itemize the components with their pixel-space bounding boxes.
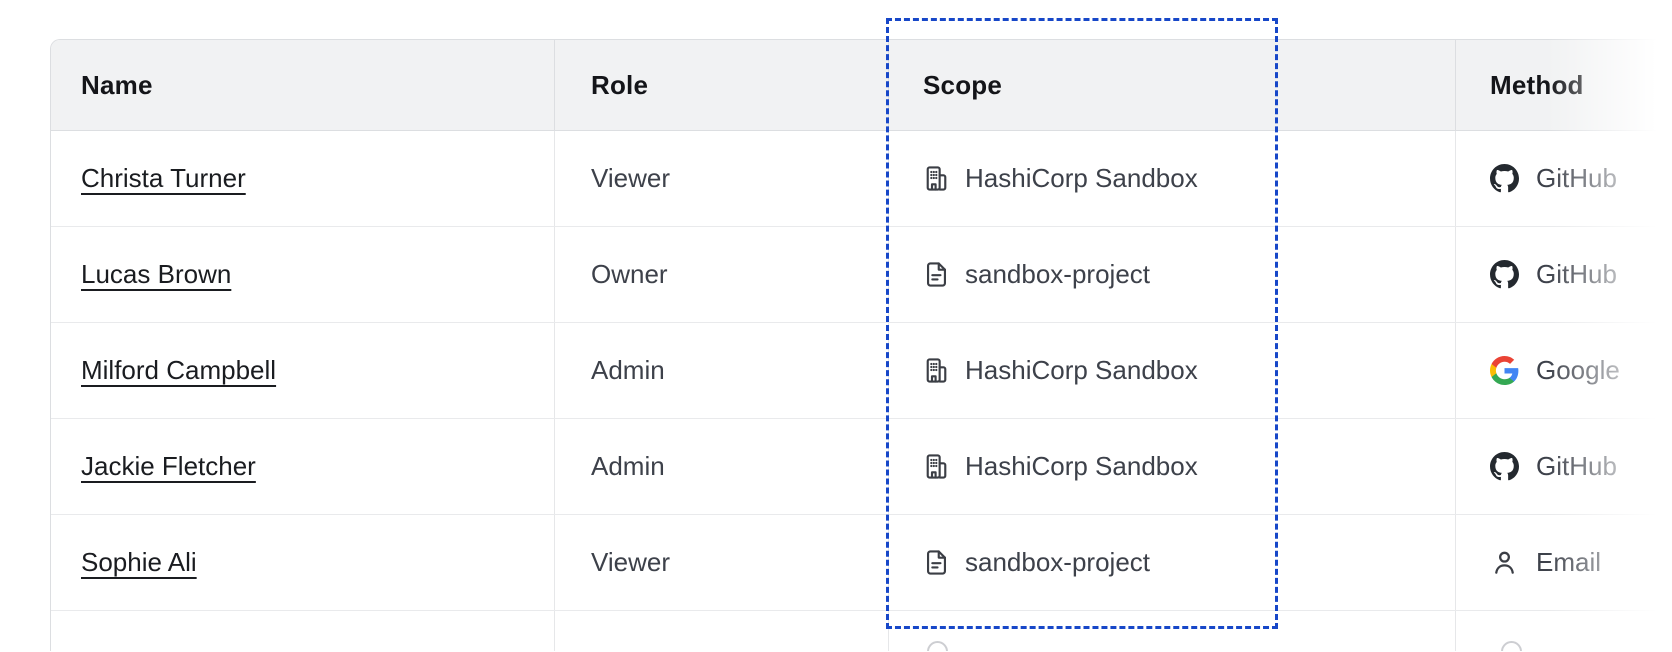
table-row: Lucas Brown Owner sandbox-project GitHub: [51, 227, 1672, 323]
name-cell: Lucas Brown: [51, 227, 555, 322]
name-cell: Christa Turner: [51, 131, 555, 226]
table-row-partial: [51, 611, 1672, 651]
method-cell: Email: [1456, 515, 1672, 610]
scope-cell: [889, 611, 1456, 651]
partial-scope-icon: [927, 641, 948, 651]
method-label: Email: [1536, 547, 1602, 577]
method-cell: [1456, 611, 1672, 651]
role-cell: Viewer: [555, 131, 889, 226]
github-icon: [1490, 452, 1519, 481]
column-header-scope: Scope: [889, 40, 1456, 130]
member-name-link[interactable]: Milford Campbell: [81, 355, 277, 385]
role-label: Owner: [591, 259, 668, 289]
table-row: Christa Turner Viewer HashiCorp Sandbox …: [51, 131, 1672, 227]
name-cell: Milford Campbell: [51, 323, 555, 418]
column-header-name: Name: [51, 40, 555, 130]
scope-label: sandbox-project: [965, 259, 1150, 289]
method-label: GitHub: [1536, 259, 1617, 289]
role-cell: [555, 611, 889, 651]
table-row: Milford Campbell Admin HashiCorp Sandbox…: [51, 323, 1672, 419]
role-cell: Admin: [555, 419, 889, 514]
method-cell: GitHub: [1456, 227, 1672, 322]
github-icon: [1490, 260, 1519, 289]
scope-cell: HashiCorp Sandbox: [889, 323, 1456, 418]
member-name-link[interactable]: Sophie Ali: [81, 547, 197, 577]
role-label: Viewer: [591, 163, 671, 193]
person-icon: [1490, 548, 1519, 577]
method-label: GitHub: [1536, 451, 1617, 481]
google-icon: [1490, 356, 1519, 385]
name-cell: [51, 611, 555, 651]
scope-label: sandbox-project: [965, 547, 1150, 577]
role-label: Admin: [591, 355, 665, 385]
method-cell: GitHub: [1456, 419, 1672, 514]
members-table: Name Role Scope Method Christa Turner Vi…: [50, 39, 1672, 651]
member-name-link[interactable]: Jackie Fletcher: [81, 451, 256, 481]
scope-label: HashiCorp Sandbox: [965, 451, 1198, 481]
name-cell: Jackie Fletcher: [51, 419, 555, 514]
member-name-link[interactable]: Christa Turner: [81, 163, 246, 193]
name-cell: Sophie Ali: [51, 515, 555, 610]
file-text-icon: [923, 261, 950, 288]
role-cell: Admin: [555, 323, 889, 418]
scope-cell: HashiCorp Sandbox: [889, 131, 1456, 226]
partial-method-icon: [1501, 641, 1522, 651]
member-name-link[interactable]: Lucas Brown: [81, 259, 232, 289]
org-building-icon: [923, 165, 950, 192]
scope-cell: HashiCorp Sandbox: [889, 419, 1456, 514]
github-icon: [1490, 164, 1519, 193]
table-body: Christa Turner Viewer HashiCorp Sandbox …: [51, 131, 1672, 611]
method-cell: GitHub: [1456, 131, 1672, 226]
method-label: GitHub: [1536, 163, 1617, 193]
file-text-icon: [923, 549, 950, 576]
scope-cell: sandbox-project: [889, 515, 1456, 610]
org-building-icon: [923, 453, 950, 480]
table-row: Jackie Fletcher Admin HashiCorp Sandbox …: [51, 419, 1672, 515]
org-building-icon: [923, 357, 950, 384]
role-cell: Viewer: [555, 515, 889, 610]
scope-label: HashiCorp Sandbox: [965, 163, 1198, 193]
column-header-method: Method: [1490, 69, 1584, 100]
role-cell: Owner: [555, 227, 889, 322]
table-header-row: Name Role Scope Method: [51, 40, 1672, 131]
role-label: Admin: [591, 451, 665, 481]
method-cell: Google: [1456, 323, 1672, 418]
role-label: Viewer: [591, 547, 671, 577]
method-label: Google: [1536, 355, 1620, 385]
scope-cell: sandbox-project: [889, 227, 1456, 322]
column-header-role: Role: [555, 40, 889, 130]
scope-label: HashiCorp Sandbox: [965, 355, 1198, 385]
table-row: Sophie Ali Viewer sandbox-project Email: [51, 515, 1672, 611]
